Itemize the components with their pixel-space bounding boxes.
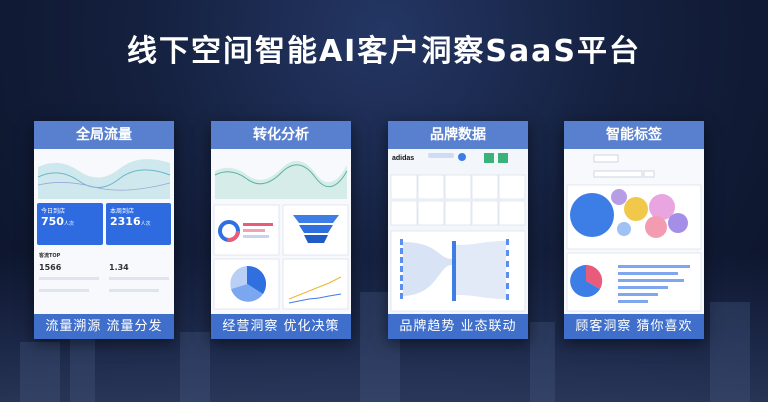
card-brand-data[interactable]: adidas [388, 121, 528, 339]
brand-logo: adidas [392, 155, 415, 162]
card-footer: 顾客洞察 猜你喜欢 [564, 314, 704, 339]
card-footer: 流量溯源 流量分发 [34, 314, 174, 339]
card-title: 转化分析 [211, 121, 351, 149]
section-label: 客流TOP [39, 253, 61, 259]
item-value: 1566 [39, 263, 62, 272]
card-screenshot [564, 149, 704, 314]
card-screenshot: 今日到店 750人次 本周到店 2316人次 客流TOP 1566 1.34 [34, 149, 174, 314]
card-title: 智能标签 [564, 121, 704, 149]
card-title: 全局流量 [34, 121, 174, 149]
card-smart-tags[interactable]: 智能标签 顾客洞察 猜你喜欢 [564, 121, 704, 339]
page-title: 线下空间智能AI客户洞察SaaS平台 [126, 34, 642, 69]
card-conversion-analysis[interactable]: 转化分析 经营洞察 优化决策 [211, 121, 351, 339]
card-screenshot: adidas [388, 149, 528, 314]
item-value: 1.34 [109, 263, 129, 272]
card-global-traffic[interactable]: 今日到店 750人次 本周到店 2316人次 客流TOP 1566 1.34 全… [34, 121, 174, 339]
card-screenshot [211, 149, 351, 314]
stat-week: 本周到店 2316人次 [106, 203, 171, 245]
card-footer: 品牌趋势 业态联动 [388, 314, 528, 339]
card-footer: 经营洞察 优化决策 [211, 314, 351, 339]
card-title: 品牌数据 [388, 121, 528, 149]
stat-today: 今日到店 750人次 [37, 203, 103, 245]
